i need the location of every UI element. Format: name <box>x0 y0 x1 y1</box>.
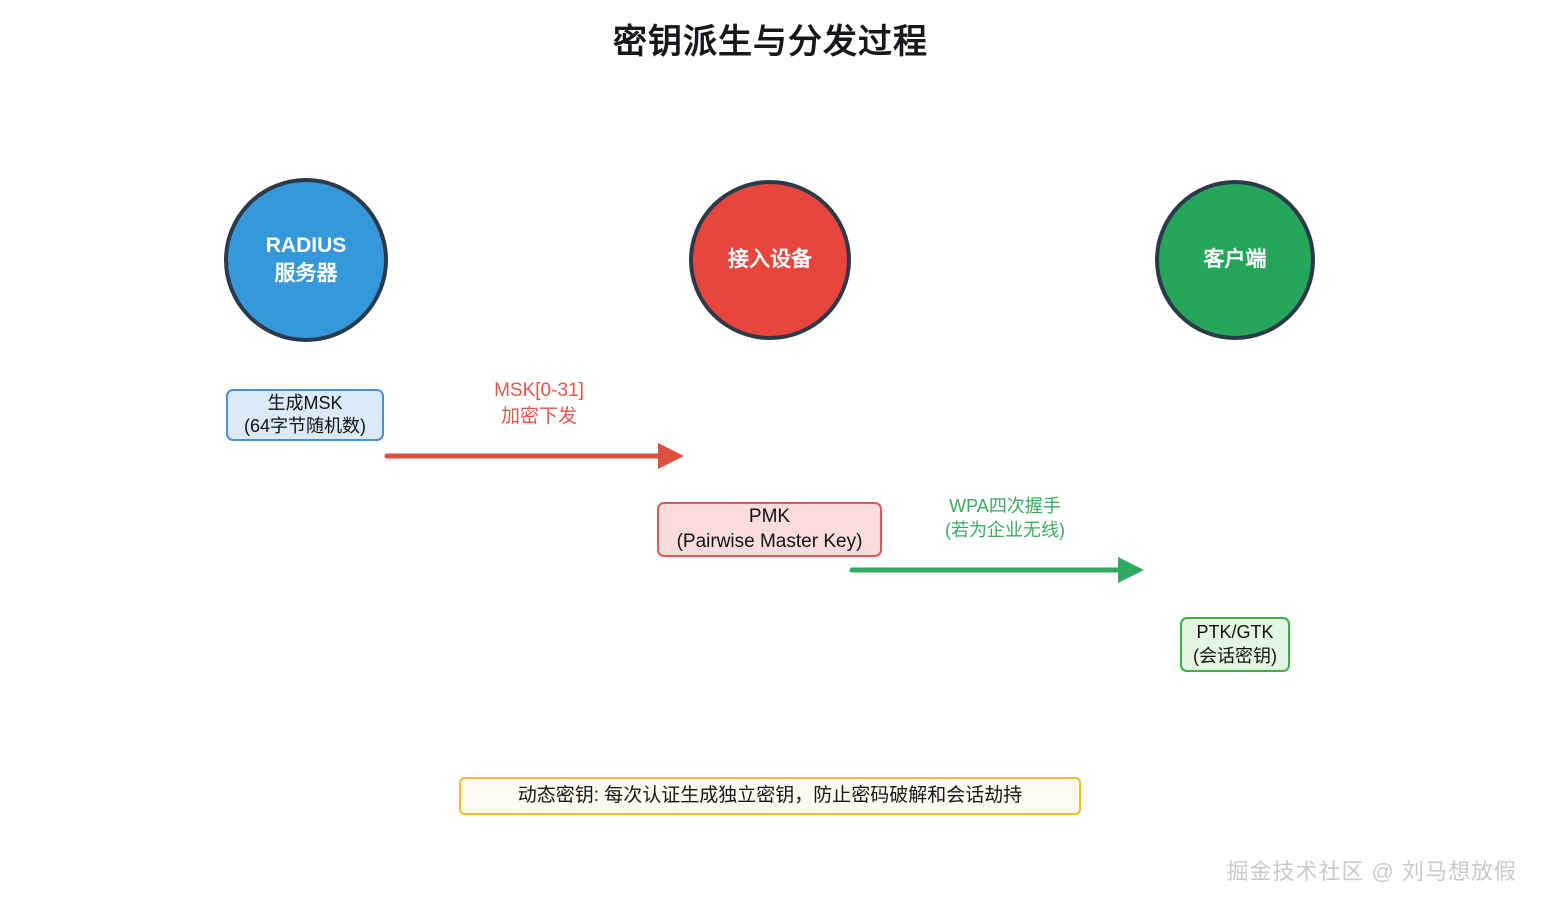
box-generate-msk-line1: 生成MSK <box>267 392 343 413</box>
box-pmk-line1: PMK <box>748 506 791 528</box>
node-radius-server-label-line1: RADIUS <box>265 233 347 257</box>
arrow-label-wpa-handshake-line1: WPA四次握手 <box>949 496 1061 516</box>
watermark: 掘金技术社区 @ 刘马想放假 <box>1226 859 1517 884</box>
box-pmk-line2: (Pairwise Master Key) <box>676 530 863 552</box>
node-client-label: 客户端 <box>1203 247 1267 271</box>
box-generate-msk-line2: (64字节随机数) <box>243 416 366 436</box>
arrow-msk-transfer <box>384 443 684 470</box>
arrow-label-wpa-handshake-line2: (若为企业无线) <box>945 520 1065 541</box>
arrow-label-msk-transfer-line2: 加密下发 <box>500 405 577 427</box>
page-title: 密钥派生与分发过程 <box>613 23 928 61</box>
arrow-label-wpa-handshake: WPA四次握手 (若为企业无线) <box>915 494 1095 543</box>
box-ptk-gtk-line1: PTK/GTK <box>1196 622 1274 643</box>
node-radius-server[interactable]: RADIUS 服务器 <box>224 178 388 342</box>
note-dynamic-key: 动态密钥: 每次认证生成独立密钥，防止密码破解和会话劫持 <box>459 777 1081 815</box>
arrow-label-msk-transfer-line1: MSK[0-31] <box>494 380 584 401</box>
node-access-device[interactable]: 接入设备 <box>689 180 851 340</box>
node-radius-server-label-line2: 服务器 <box>274 262 338 285</box>
box-pmk[interactable]: PMK (Pairwise Master Key) <box>657 502 882 557</box>
note-dynamic-key-text: 动态密钥: 每次认证生成独立密钥，防止密码破解和会话劫持 <box>517 784 1023 806</box>
box-ptk-gtk-line2: (会话密钥) <box>1193 645 1277 666</box>
box-ptk-gtk[interactable]: PTK/GTK (会话密钥) <box>1180 617 1290 672</box>
arrow-wpa-handshake <box>849 557 1144 584</box>
node-client[interactable]: 客户端 <box>1155 180 1315 340</box>
arrow-label-msk-transfer: MSK[0-31] 加密下发 <box>452 378 626 429</box>
node-access-device-label: 接入设备 <box>728 247 812 271</box>
box-generate-msk[interactable]: 生成MSK (64字节随机数) <box>226 389 384 441</box>
